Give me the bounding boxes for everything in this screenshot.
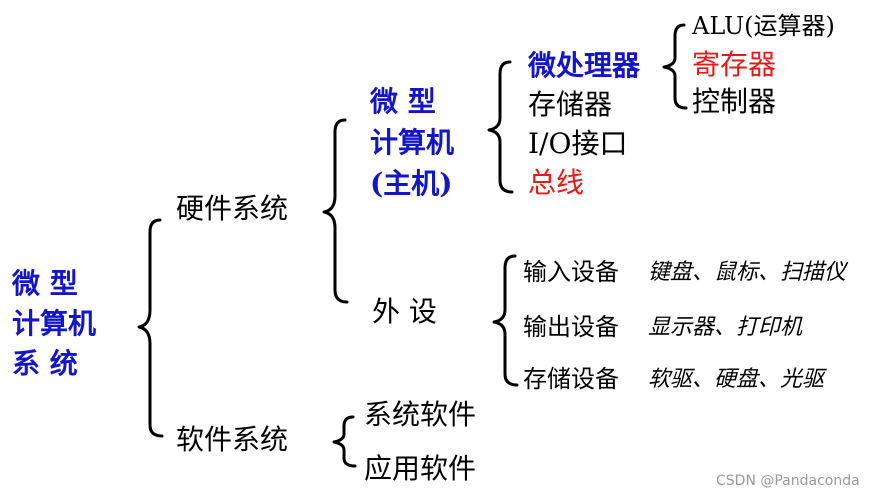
device-storage-examples: 软驱、硬盘、光驱 (648, 367, 825, 392)
software-part-application: 应用软件 (364, 452, 477, 485)
software-brace (332, 415, 357, 468)
host-part-io-interface: I/O接口 (528, 127, 628, 160)
host-part-bus: 总线 (528, 166, 585, 199)
device-input-examples: 键盘、鼠标、扫描仪 (648, 260, 847, 285)
host-line1: 微 型 (370, 85, 436, 118)
root-line3: 系 统 (12, 347, 78, 380)
hardware-brace (322, 118, 349, 304)
root-line2: 计算机 (12, 307, 97, 340)
software-system-label: 软件系统 (176, 423, 289, 456)
device-storage-label: 存储设备 (523, 365, 619, 393)
host-node: 微 型 计算机 (主机) (370, 88, 454, 211)
peripheral-brace (492, 254, 519, 387)
cpu-part-alu: ALU(运算器) (692, 12, 835, 40)
host-line3: (主机) (370, 167, 453, 200)
cpu-brace (662, 23, 688, 110)
root-brace (137, 218, 164, 438)
root-node: 微 型 计算机 系 统 (12, 270, 96, 390)
peripheral-label: 外 设 (372, 295, 437, 328)
device-input-label: 输入设备 (523, 258, 619, 286)
host-part-memory: 存储器 (528, 88, 613, 121)
cpu-part-controller: 控制器 (692, 85, 777, 118)
host-line2: 计算机 (370, 126, 455, 159)
device-output-label: 输出设备 (523, 313, 619, 341)
micro-brace (487, 60, 514, 194)
host-part-microprocessor: 微处理器 (528, 49, 641, 82)
root-line1: 微 型 (12, 267, 78, 300)
cpu-part-register: 寄存器 (692, 48, 777, 81)
watermark: CSDN @Pandaconda (716, 473, 860, 489)
hardware-system-label: 硬件系统 (176, 192, 289, 225)
device-output-examples: 显示器、打印机 (648, 315, 803, 340)
software-part-system: 系统软件 (364, 398, 477, 431)
